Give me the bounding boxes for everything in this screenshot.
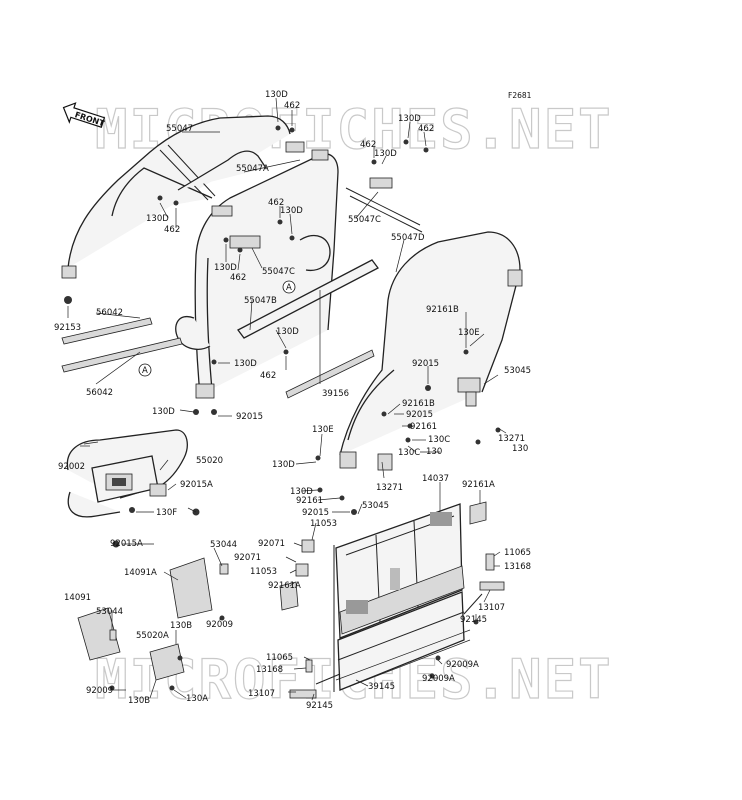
part-label: 92161B [426,305,459,315]
part-label: 39156 [322,389,349,399]
part-label: 92009A [422,674,455,684]
part-label: 130D [234,359,257,369]
part-label: 53045 [362,501,389,511]
part-label: 56042 [96,308,123,318]
part-label: 462 [164,225,180,235]
part-label: 13107 [478,603,505,613]
part-label: 462 [360,140,376,150]
small-parts [77,391,505,699]
part-label: 92009A [446,660,479,670]
part-label: 130B [170,621,192,631]
part-label: 130D [276,327,299,337]
part-label: 130D [265,90,288,100]
part-label: 130F [156,508,177,518]
leader-lines [67,97,507,701]
part-label: 130D [398,114,421,124]
part-label: 130D [152,407,175,417]
part-label: 39145 [368,682,395,692]
front-guard [66,429,188,518]
part-label: 92071 [258,539,285,549]
part-label: 92161A [268,581,301,591]
part-label: 130D [272,460,295,470]
part-label: 55047C [262,267,295,277]
rear-screen [333,503,471,692]
part-label: 56042 [86,388,113,398]
part-label: 92153 [54,323,81,333]
part-label: 130D [290,487,313,497]
part-label: 130 [426,447,442,457]
part-label: 55047A [236,164,269,174]
part-label: 462 [418,124,434,134]
bolt-markers [64,125,501,515]
part-label: 92161 [296,496,323,506]
part-label: 130C [428,435,450,445]
part-label: 13271 [498,434,525,444]
part-label: 13168 [504,562,531,572]
part-labels: 130D 462 55047 130D 462 462 130D 55047A … [54,90,531,711]
part-label: 462 [230,273,246,283]
part-label: 13168 [256,665,283,675]
part-label: 92145 [460,615,487,625]
ref-mark-a-1: A [282,280,296,294]
ref-mark-a-2: A [138,363,152,377]
part-label: 130D [146,214,169,224]
part-label: 92145 [306,701,333,711]
part-label: 462 [260,371,276,381]
part-label: 55047 [166,124,193,134]
part-label: 92015A [180,480,213,490]
part-label: 92015 [302,508,329,518]
roll-cage [61,115,523,469]
part-label: 53045 [504,366,531,376]
part-label: 92015 [406,410,433,420]
part-label: 53044 [96,607,123,617]
part-label: 92161 [410,422,437,432]
part-label: 130D [374,149,397,159]
part-label: 14091 [64,593,91,603]
part-label: 130B [128,696,150,706]
ref-mark-label: A [142,366,148,376]
part-label: 92015 [236,412,263,422]
part-label: 130 [512,444,528,454]
part-label: 92015A [110,539,143,549]
part-label: 92071 [234,553,261,563]
part-label: 55020 [196,456,223,466]
part-label: 55047B [244,296,277,306]
part-label: 11065 [266,653,293,663]
figure-id: F2681 [508,91,532,100]
part-label: 130E [312,425,334,435]
ref-mark-label: A [286,283,292,293]
part-label: 130D [280,206,303,216]
part-label: 92161A [462,480,495,490]
part-label: 13271 [376,483,403,493]
part-label: 13107 [248,689,275,699]
part-label: 92002 [58,462,85,472]
part-label: 11053 [250,567,277,577]
part-label: 55047C [348,215,381,225]
part-label: 92161B [402,399,435,409]
part-label: 130C [398,448,420,458]
part-label: 130E [458,328,480,338]
strips [61,317,375,399]
part-label: 130A [186,694,208,704]
part-label: 92015 [412,359,439,369]
part-label: 462 [284,101,300,111]
part-label: 55047D [391,233,425,243]
part-label: 14091A [124,568,157,578]
part-label: 11053 [310,519,337,529]
part-label: 14037 [422,474,449,484]
part-label: 11065 [504,548,531,558]
part-label: 53044 [210,540,237,550]
part-label: 92009 [206,620,233,630]
part-label: 130D [214,263,237,273]
part-label: 55020A [136,631,169,641]
part-label: 462 [268,198,284,208]
part-label: 92009 [86,686,113,696]
